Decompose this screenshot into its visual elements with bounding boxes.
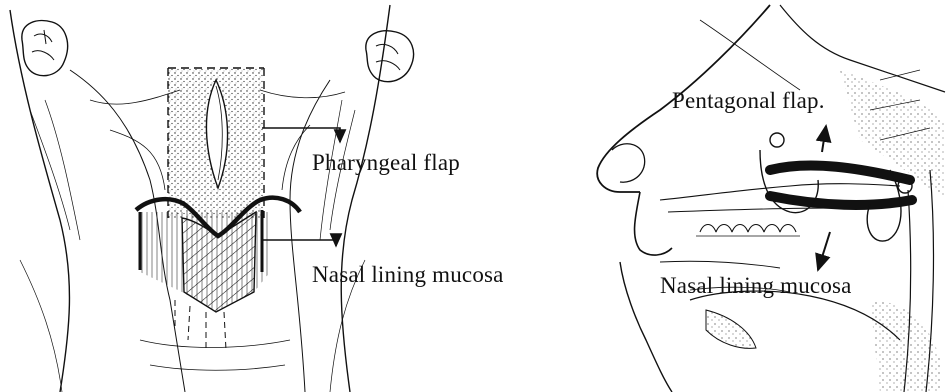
right-sagittal-view bbox=[597, 5, 945, 392]
left-molar-icon bbox=[22, 21, 68, 76]
right-molar-icon bbox=[366, 31, 414, 82]
label-pharyngeal-flap: Pharyngeal flap bbox=[312, 150, 460, 176]
label-pentagonal-flap: Pentagonal flap. bbox=[672, 88, 825, 114]
left-oral-view bbox=[10, 5, 414, 392]
pharyngeal-flap-shape bbox=[168, 68, 264, 218]
upper-teeth bbox=[696, 225, 800, 237]
label-nasal-lining-mucosa-right: Nasal lining mucosa bbox=[660, 273, 852, 299]
nasal-lining-mucosa-shape bbox=[136, 198, 300, 350]
label-nasal-lining-mucosa-left: Nasal lining mucosa bbox=[312, 262, 504, 288]
